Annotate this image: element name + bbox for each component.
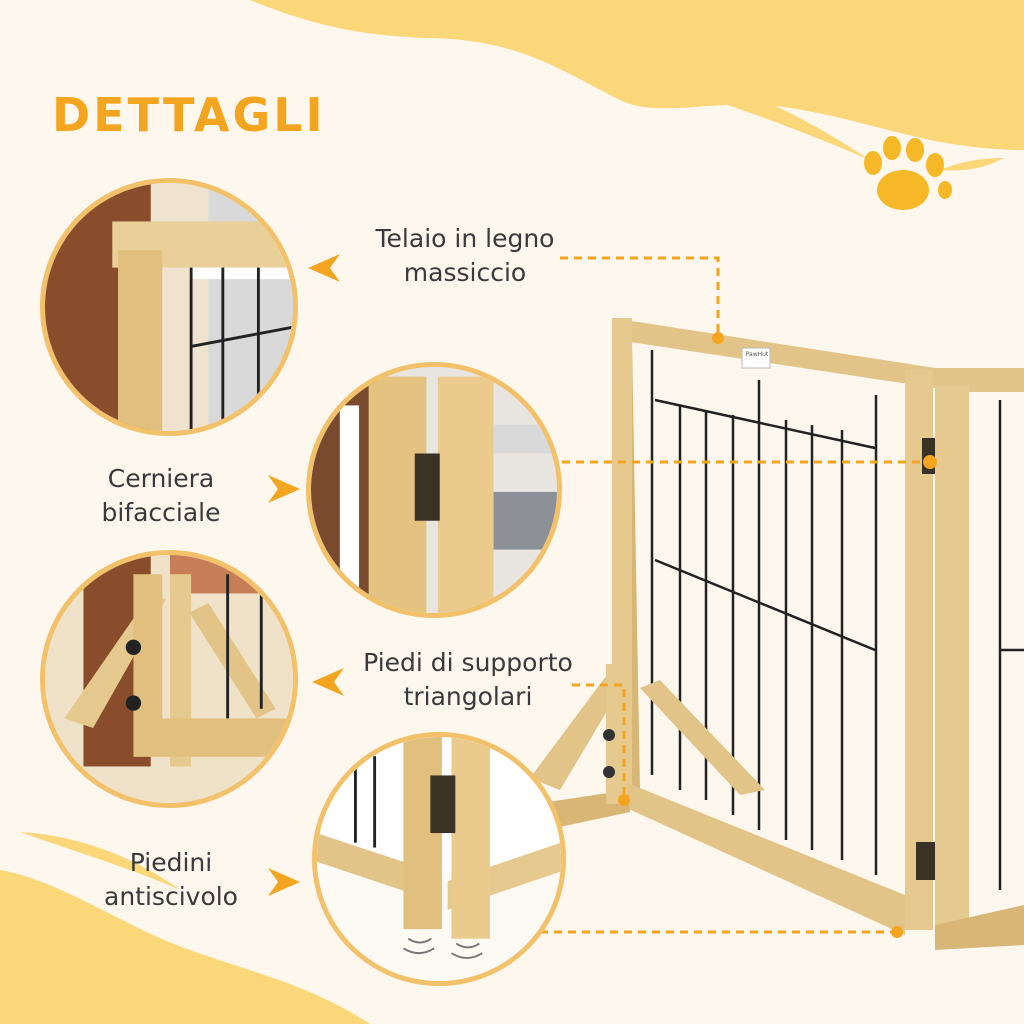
- feature-label-wood-frame: Telaio in legno massiccio: [350, 222, 580, 290]
- hinge-detail-icon: [311, 367, 557, 613]
- top-blob: [250, 0, 1024, 150]
- feature-label-antislip-foot: Piedini antiscivolo: [86, 846, 256, 914]
- detail-circle-wood-frame: [40, 178, 298, 436]
- antislip-foot-detail-icon: [317, 737, 561, 981]
- feature-label-hinge: Cerniera bifacciale: [86, 462, 236, 530]
- feature-label-triangle-foot: Piedi di supporto triangolari: [338, 646, 598, 714]
- detail-circle-antislip-foot: [312, 732, 566, 986]
- bottom-left-blob: [0, 870, 370, 1024]
- triangle-foot-detail-icon: [45, 555, 293, 803]
- feature-label-line: Cerniera: [107, 464, 215, 493]
- pet-gate-illustration: [530, 318, 1024, 950]
- right-swoosh: [940, 158, 1004, 171]
- paw-icon: [864, 136, 952, 210]
- feature-label-line: triangolari: [403, 682, 533, 711]
- feature-label-line: Piedi di supporto: [363, 648, 573, 677]
- feature-label-line: antiscivolo: [104, 882, 238, 911]
- page-title: DETTAGLI: [52, 88, 326, 142]
- feature-label-line: massiccio: [403, 258, 527, 287]
- feature-label-line: bifacciale: [101, 498, 221, 527]
- wood-frame-detail-icon: [45, 183, 293, 431]
- detail-circle-hinge: [306, 362, 562, 618]
- feature-label-line: Piedini: [129, 848, 213, 877]
- feature-label-line: Telaio in legno: [375, 224, 555, 253]
- brand-tag: PawHut: [745, 351, 769, 358]
- detail-circle-triangle-foot: [40, 550, 298, 808]
